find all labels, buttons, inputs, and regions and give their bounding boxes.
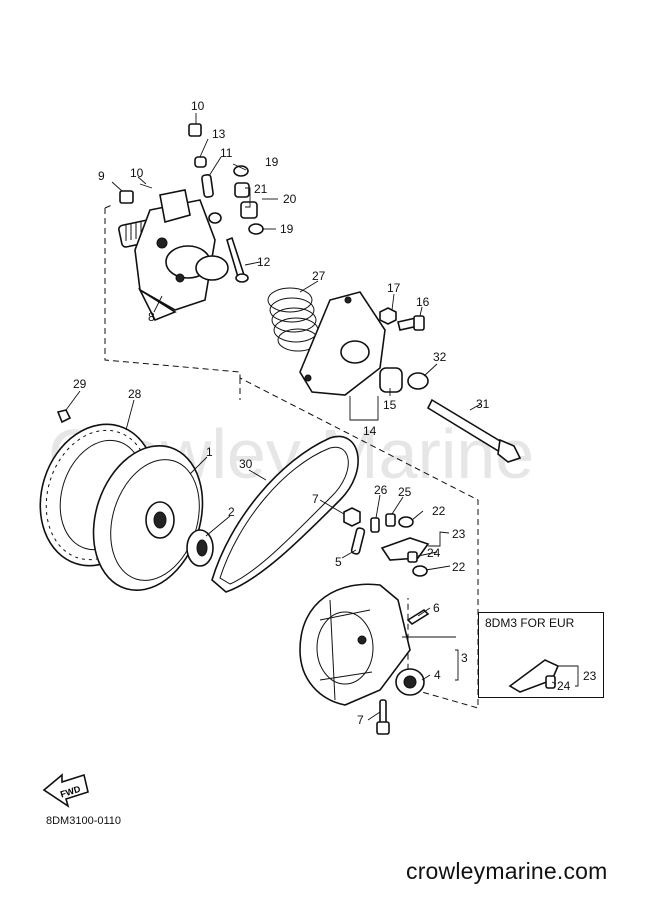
callout-18: 17	[387, 281, 401, 295]
washer-part-19-top	[233, 165, 249, 177]
roller-part-21-a	[234, 182, 250, 198]
callout-7: 7	[357, 713, 364, 727]
callout-11: 10	[130, 166, 144, 180]
slider-part-10-left	[119, 190, 134, 204]
callout-2: 2	[228, 505, 235, 519]
pin-part-11	[139, 183, 153, 189]
forward-arrow-icon: FWD	[42, 773, 89, 808]
callout-28: 28	[128, 387, 142, 401]
assembly-outline	[104, 204, 479, 709]
slider-part-10-top	[188, 123, 202, 137]
nut-part-18	[379, 307, 397, 325]
roller-part-21-b	[240, 201, 258, 219]
callout-3: 3	[461, 651, 468, 665]
pin-part-24	[407, 551, 418, 563]
pin-part-12	[201, 173, 214, 198]
pin-part-5	[350, 527, 366, 555]
bushing-part-16	[379, 367, 403, 393]
bolt-part-6	[406, 608, 430, 626]
callout-27: 27	[312, 269, 326, 283]
callout-31: 31	[476, 397, 490, 411]
callout-20: 20	[283, 192, 297, 206]
callout-19-bottom: 19	[280, 222, 294, 236]
callout-21: 21	[254, 182, 268, 196]
bolt-part-25	[385, 513, 396, 527]
callout-26: 26	[374, 483, 388, 497]
washer-part-22-top	[398, 516, 414, 528]
spring-part-27	[267, 287, 319, 352]
inset-callout-24: 24	[557, 679, 571, 693]
washer-part-32	[407, 372, 429, 390]
nut-part-14	[194, 156, 207, 168]
bolt-part-13	[226, 236, 246, 279]
spider-shaft-part-9	[118, 189, 229, 322]
callout-9: 8	[148, 310, 155, 324]
callout-32: 32	[433, 350, 447, 364]
bolt-part-7	[376, 699, 390, 735]
inset-weight-part-23	[508, 659, 560, 693]
callout-17: 16	[416, 295, 430, 309]
callout-22-top: 22	[432, 504, 446, 518]
callout-23: 23	[452, 527, 466, 541]
callout-numbers: 10 13 11 19 21 20 19 12 10 9 8 27 17 16 …	[73, 99, 597, 727]
site-footer: crowleymarine.com	[406, 858, 608, 884]
leader-lines	[65, 113, 579, 721]
belt-part-30	[211, 435, 359, 593]
bolt-part-26	[370, 517, 380, 533]
nut-part-8	[343, 507, 361, 527]
callout-4: 4	[434, 668, 441, 682]
callout-1: 1	[206, 445, 213, 459]
callout-6: 6	[433, 601, 440, 615]
callout-14: 13	[212, 127, 226, 141]
inset-variant-box: 8DM3 FOR EUR	[478, 612, 604, 698]
callout-19-top: 19	[265, 155, 279, 169]
cover-part-15	[299, 291, 386, 396]
callout-29: 29	[73, 377, 87, 391]
callout-8: 7	[312, 492, 319, 506]
callout-10-top: 10	[191, 99, 205, 113]
washer-part-19-bottom	[248, 223, 264, 235]
inset-callout-23: 23	[583, 669, 597, 683]
callout-22-bottom: 22	[452, 560, 466, 574]
inset-title: 8DM3 FOR EUR	[485, 616, 575, 630]
bolt-part-29	[56, 409, 72, 424]
diagram-code: 8DM3100-0110	[46, 815, 122, 827]
inset-pin-part-24	[545, 675, 556, 689]
washer-part-22-bottom	[412, 565, 428, 577]
callout-13: 12	[257, 255, 271, 269]
callout-15: 14	[363, 424, 377, 438]
callout-12: 11	[220, 146, 233, 160]
callout-30: 30	[239, 457, 253, 471]
callout-10-left: 9	[98, 169, 105, 183]
weight-part-23	[380, 537, 430, 561]
housing-part-3	[299, 583, 411, 706]
callout-25: 25	[398, 485, 412, 499]
callout-5: 5	[335, 555, 342, 569]
callout-24: 24	[427, 546, 441, 560]
callout-16: 15	[383, 398, 397, 412]
